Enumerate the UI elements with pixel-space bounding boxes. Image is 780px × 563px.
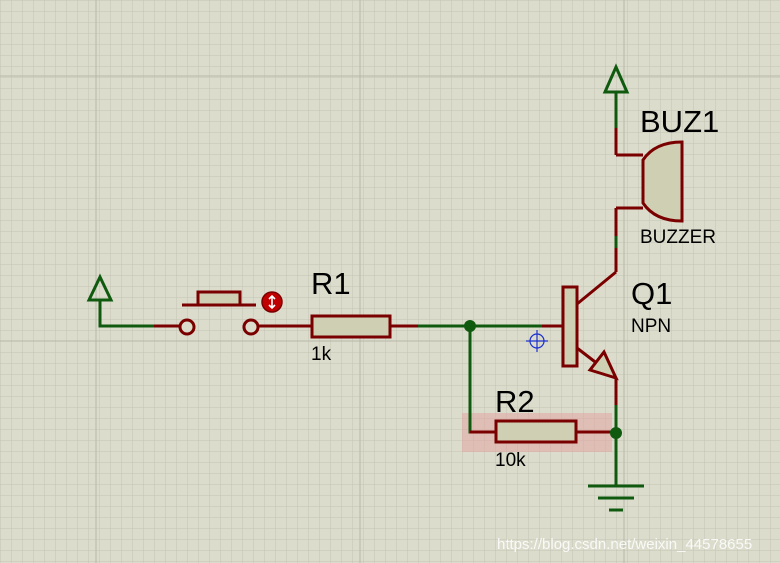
buz1-type-label: BUZZER [640, 227, 716, 248]
crosshair-cursor-icon [526, 330, 548, 352]
transistor-q1[interactable] [542, 248, 619, 405]
r1-ref-label: R1 [311, 266, 351, 301]
watermark-text: https://blog.csdn.net/weixin_44578655 [497, 536, 752, 553]
resistor-r2[interactable] [470, 419, 610, 444]
resistor-r1[interactable] [282, 314, 418, 339]
junction-emitter [610, 427, 622, 439]
power-terminal-top-icon[interactable] [602, 63, 630, 94]
pushbutton-switch[interactable] [154, 290, 283, 336]
r2-ref-label: R2 [495, 384, 535, 419]
r2-value-label: 10k [495, 450, 526, 471]
buz1-ref-label: BUZ1 [640, 104, 719, 139]
buzzer-buz1[interactable] [614, 128, 684, 236]
ground-icon[interactable] [588, 484, 644, 512]
junction-base [464, 320, 476, 332]
r1-value-label: 1k [311, 344, 332, 365]
q1-type-label: NPN [631, 316, 671, 337]
q1-ref-label: Q1 [631, 276, 672, 311]
power-terminal-left-icon[interactable] [86, 273, 114, 302]
wire-power-switch [98, 298, 156, 328]
